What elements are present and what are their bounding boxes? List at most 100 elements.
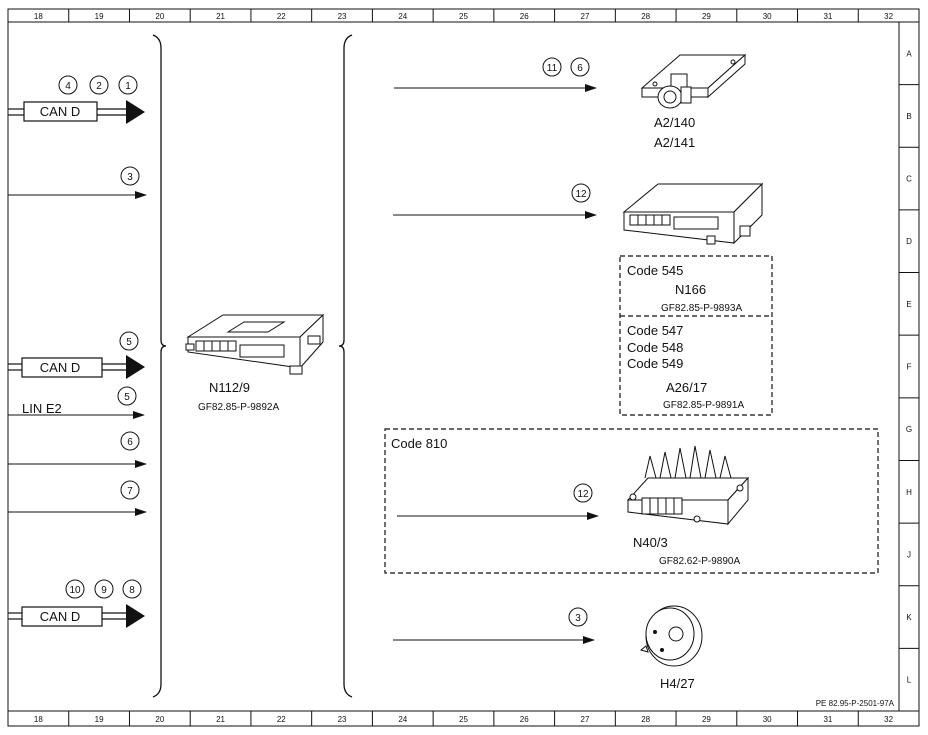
ref-circle	[58, 75, 78, 95]
ref-number: 6	[127, 437, 133, 448]
signal-line-3-b: 3	[393, 607, 595, 644]
code-label: Code 545	[627, 263, 683, 278]
grid-column-label: 29	[702, 715, 711, 724]
signal-line-12-a: 12	[393, 183, 597, 219]
ref-circle	[571, 183, 591, 203]
grid-row-label: E	[906, 300, 911, 309]
control-unit-n166	[622, 182, 764, 245]
grid-row-label: F	[907, 363, 912, 372]
speaker-h4-27	[639, 605, 703, 667]
grid-ticks	[68, 9, 919, 726]
grid-column-label: 30	[763, 12, 772, 21]
can-d-box	[21, 357, 103, 378]
ref-number: 3	[575, 613, 581, 624]
code-label: Code 549	[627, 356, 683, 371]
grid-column-label: 31	[823, 12, 832, 21]
component-name: N166	[675, 282, 706, 297]
ref-circle	[118, 75, 138, 95]
grid-column-label: 18	[34, 12, 43, 21]
ref-number: 4	[65, 81, 71, 92]
ref-number: 3	[127, 172, 133, 183]
grid-column-label: 32	[884, 12, 893, 21]
figure-reference: PE 82.95-P-2501-97A	[816, 699, 895, 708]
ref-number: 7	[127, 486, 133, 497]
component-name: A2/140	[654, 115, 695, 130]
grid-row-label: B	[906, 112, 911, 121]
component-name: A26/17	[666, 380, 707, 395]
signal-line-6: 6	[8, 431, 147, 468]
ref-number: 9	[101, 585, 107, 596]
ref-circle	[120, 431, 140, 451]
grid-row-label: C	[906, 175, 912, 184]
component-name: N40/3	[633, 535, 668, 550]
ref-circle	[65, 579, 85, 599]
grid-column-label: 28	[641, 715, 650, 724]
code-box-n166-a26-17	[619, 255, 773, 416]
component-name: H4/27	[660, 676, 695, 691]
grid-column-label: 21	[216, 715, 225, 724]
grid-column-label: 28	[641, 12, 650, 21]
can-d-bus-1: CAN D 4 2 1	[8, 75, 145, 124]
lin-e2-label: LIN E2	[22, 401, 62, 416]
ref-number: 2	[96, 81, 102, 92]
antenna-module-a2-140	[640, 53, 747, 109]
ref-circle	[120, 166, 140, 186]
grid-column-label: 26	[520, 715, 529, 724]
ref-circle	[117, 386, 137, 406]
grid-column-label: 24	[398, 715, 407, 724]
code-box-n40-3	[384, 428, 879, 574]
grid-column-label: 20	[155, 12, 164, 21]
code-label: Code 547	[627, 323, 683, 338]
lin-e2-line: LIN E2 5	[8, 386, 145, 419]
bus-arrowhead	[126, 100, 145, 124]
can-d-bus-2: CAN D 5	[8, 331, 145, 379]
component-name: A2/141	[654, 135, 695, 150]
grid-column-label: 29	[702, 12, 711, 21]
ref-circle	[542, 57, 562, 77]
ref-number: 10	[69, 585, 81, 596]
ref-number: 12	[577, 489, 589, 500]
grid-column-label: 30	[763, 715, 772, 724]
grid-column-label: 32	[884, 715, 893, 724]
grid-column-label: 31	[823, 715, 832, 724]
grid-column-label: 25	[459, 12, 468, 21]
can-d-label: CAN D	[40, 609, 80, 624]
grid-row-label: H	[906, 488, 912, 497]
grid-column-label: 23	[338, 715, 347, 724]
signal-line-3: 3	[8, 166, 147, 199]
grid-row-label: A	[906, 49, 912, 58]
right-brace	[338, 34, 353, 698]
bus-arrowhead	[126, 355, 145, 379]
ref-number: 5	[126, 337, 132, 348]
code-label: Code 548	[627, 340, 683, 355]
grid-labels: 1818191920202121222223232424252526262727…	[34, 12, 912, 724]
amplifier-n40-3	[626, 445, 750, 526]
grid-column-label: 22	[277, 12, 286, 21]
bus-arrowhead	[126, 604, 145, 628]
ref-number: 6	[577, 63, 583, 74]
can-d-bus-3: CAN D 10 9 8	[8, 579, 145, 628]
grid-row-label: G	[906, 425, 912, 434]
grid-column-label: 25	[459, 715, 468, 724]
grid-column-label: 24	[398, 12, 407, 21]
doc-ref: GF82.62-P-9890A	[659, 556, 740, 567]
grid-column-label: 18	[34, 715, 43, 724]
grid-row-label: K	[906, 613, 912, 622]
ref-number: 11	[547, 63, 558, 74]
code-label: Code 810	[391, 436, 447, 451]
ref-circle	[120, 480, 140, 500]
grid-row-label: L	[907, 676, 912, 685]
unit-doc-ref: GF82.85-P-9892A	[198, 402, 279, 413]
grid-row-label: J	[907, 550, 911, 559]
grid-column-label: 21	[216, 12, 225, 21]
ref-number: 1	[125, 81, 131, 92]
grid-column-label: 23	[338, 12, 347, 21]
ref-circle	[89, 75, 109, 95]
ref-circle	[122, 579, 142, 599]
grid-column-label: 27	[581, 12, 590, 21]
ref-number: 5	[124, 392, 130, 403]
signal-line-12-b: 12	[397, 483, 599, 520]
ref-number: 12	[575, 189, 587, 200]
can-d-label: CAN D	[40, 104, 80, 119]
